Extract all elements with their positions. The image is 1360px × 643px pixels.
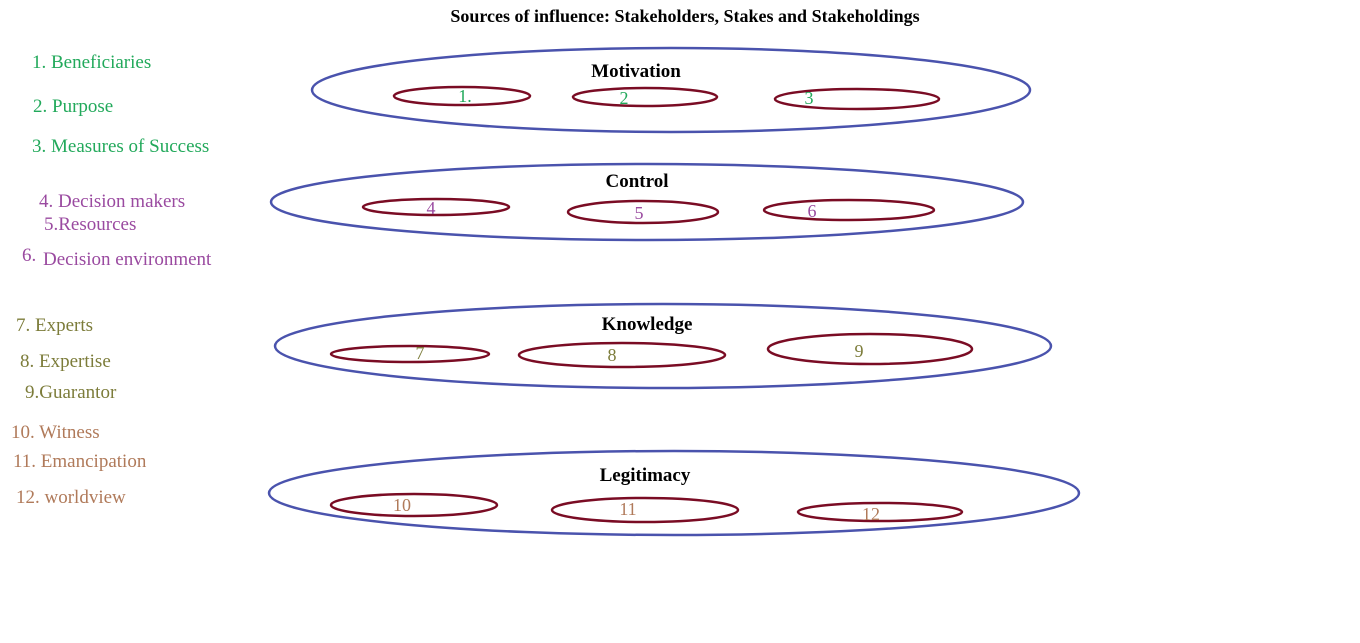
inner-ellipse [773,87,941,111]
inner-ellipse [796,501,964,523]
legend-item: 5.Resources [44,214,137,235]
item-number: 9 [855,341,864,361]
group-legitimacy: Legitimacy 10 11 12 [267,449,1081,537]
outer-ellipse-control [269,162,1025,242]
group-title-control: Control [606,171,669,192]
item-number: 1. [458,86,472,106]
inner-ellipse [517,341,727,369]
inner-ellipse [361,197,511,217]
item-number: 10 [393,495,411,515]
group-control: Control 4 5 6 [269,162,1025,242]
inner-ellipse [766,332,974,366]
inner-ellipse [392,85,532,107]
outer-ellipse-motivation [310,46,1032,134]
inner-ellipse [550,496,740,524]
item-number: 8 [608,345,617,365]
inner-ellipse [566,199,720,225]
group-title-knowledge: Knowledge [602,314,693,335]
item-number: 2 [620,88,629,108]
diagram-title: Sources of influence: Stakeholders, Stak… [450,6,920,26]
legend-item: Decision environment [43,249,212,270]
group-motivation: Motivation 1. 2 3 [310,46,1032,134]
legend-item: 11. Emancipation [13,451,147,472]
item-number: 3 [805,88,814,108]
item-number: 12 [862,504,880,524]
legend-item: 9.Guarantor [25,382,117,403]
item-number: 7 [416,343,425,363]
legend-item: 1. Beneficiaries [32,52,152,73]
item-number: 5 [635,203,644,223]
legend-item: 8. Expertise [20,351,111,372]
group-title-legitimacy: Legitimacy [600,465,691,486]
item-number: 11 [619,499,636,519]
legend-item: 10. Witness [11,422,100,443]
item-number: 4 [427,198,436,218]
legend-item: 12. worldview [16,487,126,508]
group-title-motivation: Motivation [591,61,681,82]
inner-ellipse [571,86,719,108]
group-knowledge: Knowledge 7 8 9 [273,302,1053,390]
item-number: 6 [808,201,817,221]
legend-item: 3. Measures of Success [32,136,210,157]
legend-item: 2. Purpose [33,96,114,117]
inner-ellipse [329,344,491,364]
outer-ellipse-knowledge [273,302,1053,390]
inner-ellipse [762,198,936,222]
legend-item: 4. Decision makers [39,191,186,212]
legend-item: 7. Experts [16,315,94,336]
inner-ellipse [329,492,499,518]
legend-item: 6. [22,245,37,266]
outer-ellipse-legitimacy [267,449,1081,537]
